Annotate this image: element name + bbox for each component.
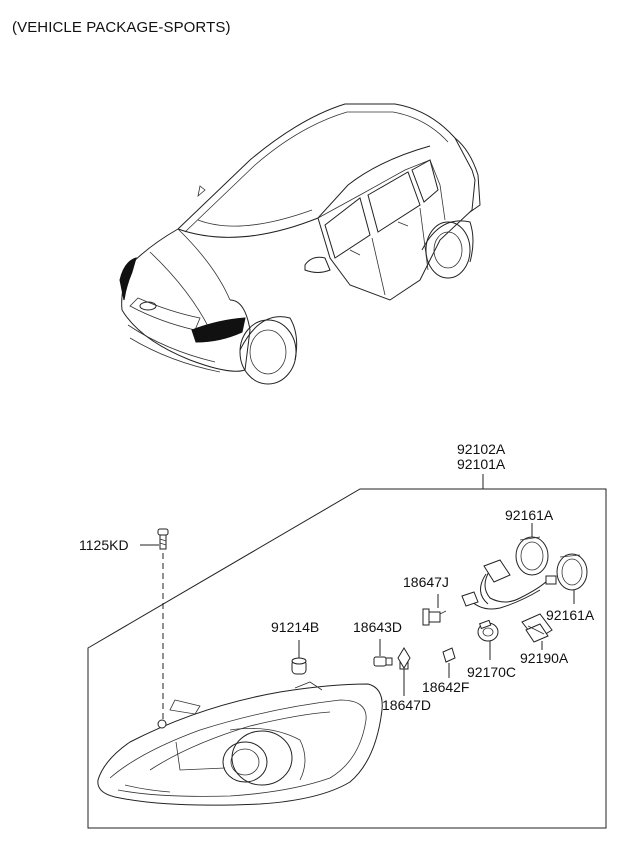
label-92161a-lower: 92161A xyxy=(546,607,595,623)
bulb-18643d xyxy=(373,639,393,667)
bulb-92170c xyxy=(477,619,499,660)
package-note: (VEHICLE PACKAGE-SPORTS) xyxy=(12,19,231,36)
screw-1125kd xyxy=(140,528,169,720)
label-18642f: 18642F xyxy=(422,679,469,695)
label-1125kd: 1125KD xyxy=(79,537,129,553)
label-18647d: 18647D xyxy=(382,697,431,713)
headlamp-assembly xyxy=(97,681,383,806)
socket-91214b xyxy=(291,640,307,675)
label-91214b: 91214B xyxy=(271,619,319,635)
part-labels: 92102A 92101A 1125KD 92161A 92161A 18647… xyxy=(79,441,595,713)
label-92190a: 92190A xyxy=(520,650,569,666)
assembly-frame xyxy=(87,474,607,829)
bulb-18642f xyxy=(442,647,456,678)
label-18643d: 18643D xyxy=(353,619,402,635)
label-92102a: 92102A xyxy=(457,441,506,457)
label-92170c: 92170C xyxy=(467,664,516,680)
bulb-18647d xyxy=(397,647,411,696)
cap-92161a-lower xyxy=(556,553,588,604)
wiring-harness xyxy=(461,559,557,610)
label-92101a: 92101A xyxy=(457,456,506,472)
label-92161a-upper: 92161A xyxy=(505,507,554,523)
actuator-92190a xyxy=(521,613,553,650)
car-illustration xyxy=(119,103,481,385)
bulb-18647j xyxy=(422,594,447,626)
label-18647j: 18647J xyxy=(403,574,449,590)
cap-92161a-upper xyxy=(515,523,549,576)
